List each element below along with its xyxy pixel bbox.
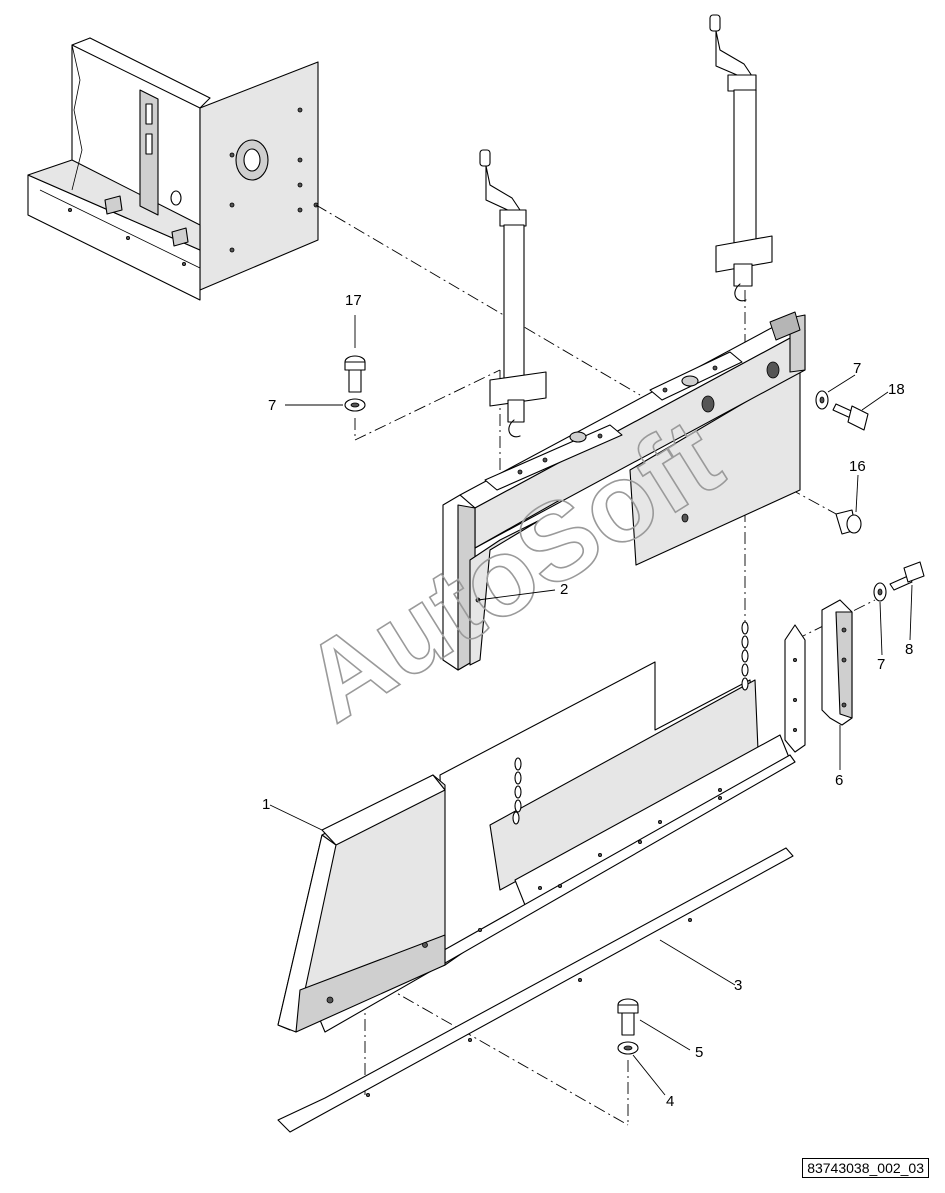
chain-right <box>741 621 749 691</box>
callout-3: 3 <box>734 977 742 994</box>
callout-8: 8 <box>905 641 913 658</box>
callout-17: 17 <box>345 292 362 309</box>
wear-strip-part-3 <box>277 847 794 1133</box>
watermark: AutoSoft <box>283 395 742 745</box>
washer-7-left <box>344 398 366 412</box>
upper-frame-part-2 <box>442 311 806 671</box>
bolt-18 <box>832 403 869 431</box>
bolt-17 <box>344 355 366 393</box>
washer-7-right-bottom <box>873 582 887 602</box>
callouts: 1 2 3 4 5 6 7 7 7 8 16 17 18 <box>262 292 913 1110</box>
callout-1: 1 <box>262 796 270 813</box>
washer-4 <box>617 1041 639 1055</box>
countersunk-bolt-16 <box>835 509 862 535</box>
document-id: 83743038_002_03 <box>802 1158 929 1178</box>
callout-5: 5 <box>695 1044 703 1061</box>
chain-left <box>512 757 522 825</box>
callout-7-left: 7 <box>268 397 276 414</box>
callout-6: 6 <box>835 772 843 789</box>
angle-bracket-part-6 <box>821 599 853 726</box>
jack-stand-left <box>479 149 547 438</box>
leader-lines <box>269 315 913 1096</box>
callout-4: 4 <box>666 1093 674 1110</box>
side-shield-part-1 <box>277 621 806 1033</box>
bolt-5 <box>617 998 639 1036</box>
callout-7-right-bottom: 7 <box>877 656 885 673</box>
callout-2: 2 <box>560 581 568 598</box>
bolt-8 <box>889 561 925 591</box>
callout-7-right-top: 7 <box>853 360 861 377</box>
jack-stand-right <box>709 14 773 302</box>
machine-frame-context <box>27 37 319 301</box>
callout-18: 18 <box>888 381 905 398</box>
callout-16: 16 <box>849 458 866 475</box>
washer-7-right-top <box>815 390 829 410</box>
